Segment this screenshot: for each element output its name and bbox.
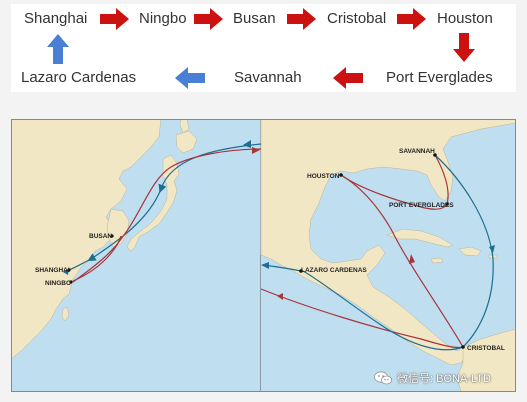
port-label-savannah: Savannah xyxy=(234,69,302,86)
port-marker-ningbo xyxy=(69,280,73,284)
route-arrowhead-westbound xyxy=(261,262,269,269)
arrow-up-icon xyxy=(47,34,69,64)
route-line-savannah-cristobal xyxy=(434,154,494,348)
arrow-left-icon xyxy=(333,67,363,89)
asia-map-panel xyxy=(11,119,262,392)
port-label-busan: Busan xyxy=(233,10,276,27)
route-map: BUSAN SHANGHAI NINGBO SAVANNAH HOUSTON P… xyxy=(11,119,516,392)
map-label-lazaro-cardenas: LAZARO CARDENAS xyxy=(301,267,367,274)
port-marker-cristobal xyxy=(461,345,465,349)
map-label-port-everglades: PORT EVERGLADES xyxy=(389,202,454,209)
land-jamaica xyxy=(430,257,444,264)
map-label-savannah: SAVANNAH xyxy=(399,148,435,155)
route-line-everglades-savannah xyxy=(434,154,449,205)
wechat-icon xyxy=(374,371,392,385)
route-line-cristobal-houston xyxy=(340,174,464,348)
route-arrowhead-westbound xyxy=(489,245,495,253)
route-line-westbound-asia xyxy=(65,143,262,272)
route-lines-asia: BUSAN SHANGHAI NINGBO xyxy=(35,140,262,287)
port-label-port-everglades: Port Everglades xyxy=(386,69,493,86)
route-arrowhead-eastbound xyxy=(252,147,260,154)
route-lines-americas: SAVANNAH HOUSTON PORT EVERGLADES LAZARO … xyxy=(260,148,505,352)
port-label-ningbo: Ningbo xyxy=(139,10,187,27)
route-line-eastbound-asia xyxy=(72,148,262,283)
map-label-shanghai: SHANGHAI xyxy=(35,267,70,274)
port-marker-port-everglades xyxy=(445,202,449,206)
arrow-right-icon xyxy=(287,8,316,30)
land-north-america xyxy=(260,119,516,366)
arrow-right-icon xyxy=(194,8,223,30)
watermark-text: 微信号: BONA-LTD xyxy=(397,373,491,385)
land-south-america xyxy=(456,328,516,392)
land-sakhalin xyxy=(179,119,190,134)
route-arrowhead-eastbound xyxy=(277,293,283,300)
port-label-houston: Houston xyxy=(437,10,493,27)
land-cuba xyxy=(386,228,454,248)
route-line-eastbound-asia-busan xyxy=(72,235,122,282)
port-label-lazaro-cardenas: Lazaro Cardenas xyxy=(21,69,137,86)
route-line-eastbound-pacific xyxy=(260,288,464,349)
port-label-cristobal: Cristobal xyxy=(327,10,387,27)
land-hokkaido xyxy=(175,130,198,154)
arrow-right-icon xyxy=(100,8,129,30)
port-marker-houston xyxy=(339,173,343,177)
port-marker-savannah xyxy=(433,153,437,157)
map-label-houston: HOUSTON xyxy=(307,173,340,180)
port-label-shanghai: Shanghai xyxy=(24,10,88,27)
route-flow-panel: Shanghai Ningbo Busan Cristobal Houston … xyxy=(11,4,516,92)
route-arrowhead-westbound xyxy=(243,140,251,148)
americas-map-panel xyxy=(260,119,516,392)
arrow-right-icon xyxy=(397,8,426,30)
route-line-cristobal-lazaro xyxy=(302,270,464,351)
land-hispaniola xyxy=(458,246,482,257)
port-marker-lazaro-cardenas xyxy=(299,269,303,273)
route-arrowhead-eastbound xyxy=(409,254,415,264)
land-taiwan xyxy=(61,306,70,322)
port-marker-shanghai xyxy=(67,268,71,272)
arrow-left-icon xyxy=(175,67,205,89)
map-label-cristobal: CRISTOBAL xyxy=(467,345,505,352)
port-marker-busan xyxy=(110,234,114,238)
route-line-houston-everglades xyxy=(340,174,448,210)
arrow-down-icon xyxy=(453,33,475,62)
map-label-busan: BUSAN xyxy=(89,233,112,240)
watermark: 微信号: BONA-LTD xyxy=(374,370,491,386)
map-label-ningbo: NINGBO xyxy=(45,280,71,287)
